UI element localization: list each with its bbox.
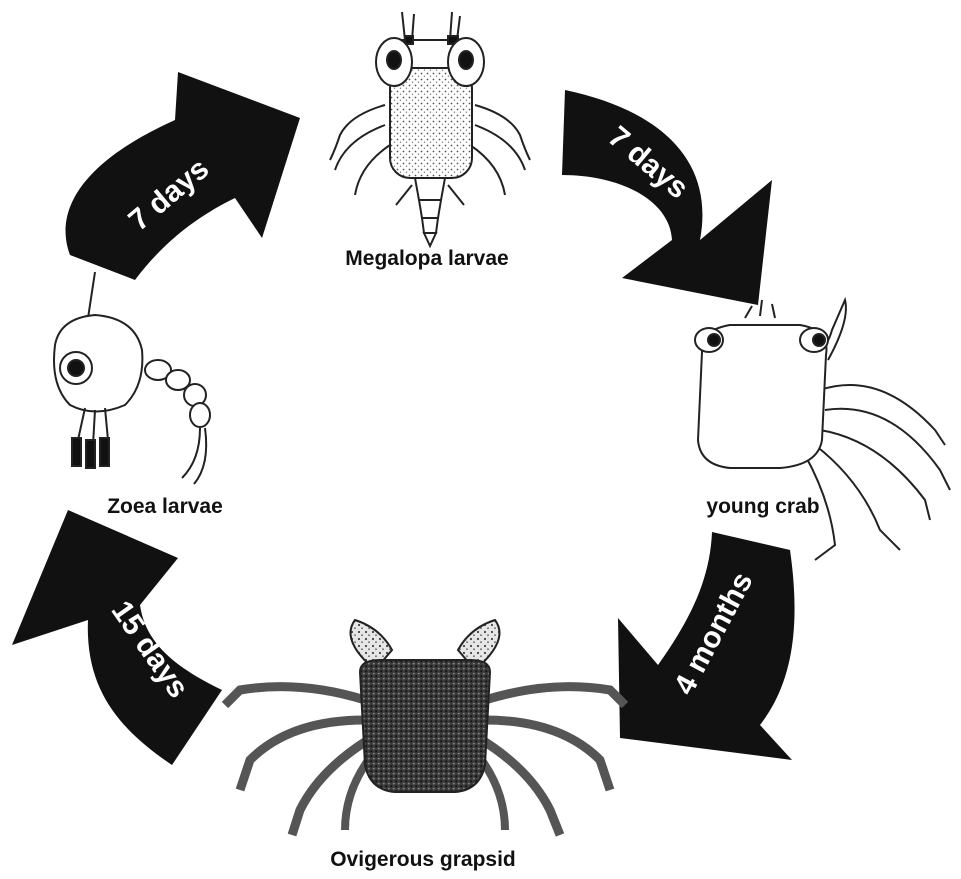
stage-label-ovigerous: Ovigerous grapsid — [330, 848, 516, 871]
ovigerous-grapsid-illustration — [225, 620, 625, 835]
stage-label-megalopa: Megalopa larvae — [345, 247, 508, 270]
stage-label-zoea: Zoea larvae — [107, 495, 223, 518]
zoea-larva-illustration — [54, 272, 210, 484]
megalopa-larva-illustration — [330, 12, 530, 246]
stage-label-young-crab: young crab — [706, 495, 819, 518]
arrow-ovigerous-to-zoea — [12, 510, 222, 765]
young-crab-illustration — [695, 300, 950, 560]
